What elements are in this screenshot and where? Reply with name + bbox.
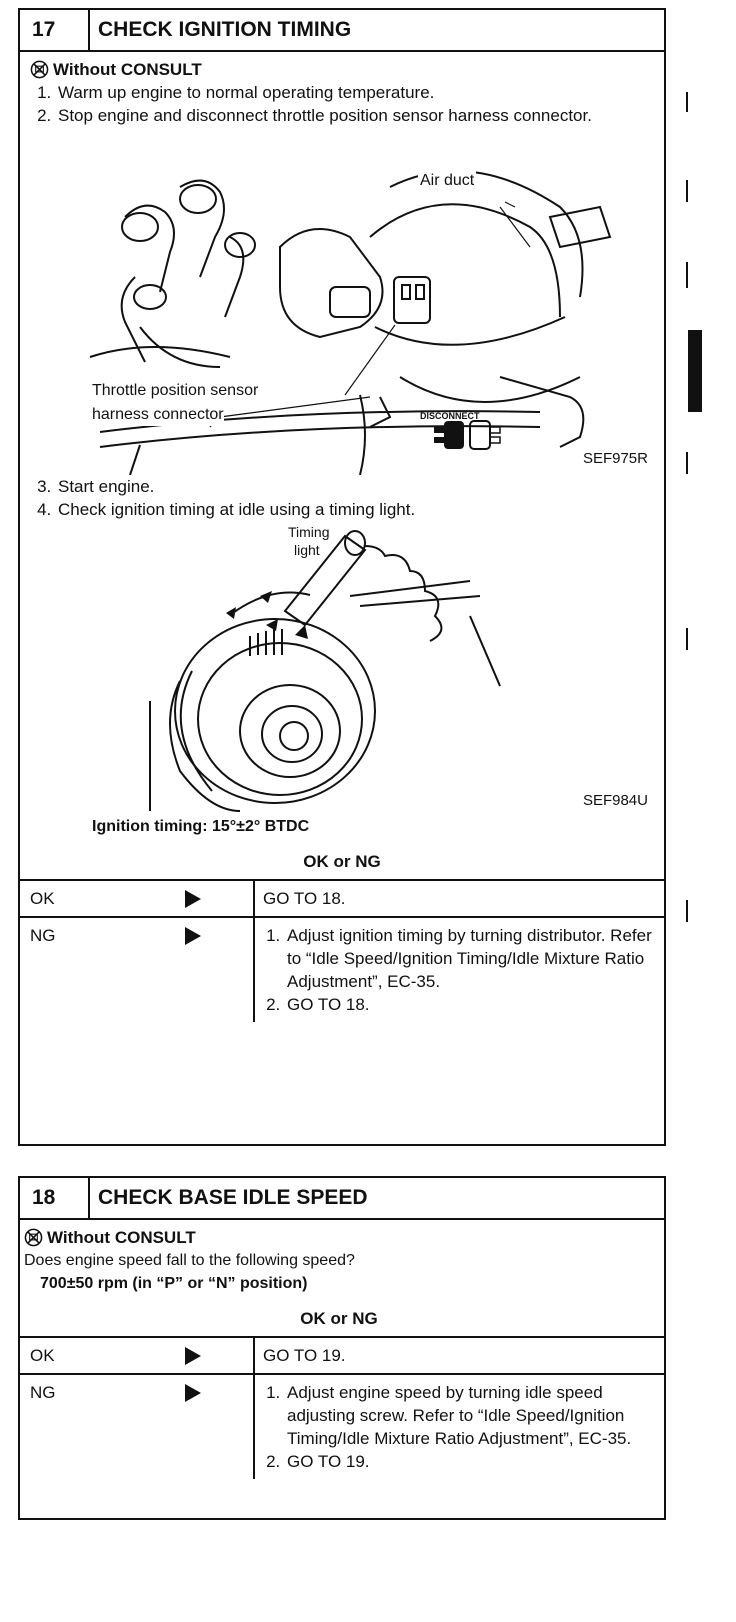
figure-code: SEF984U <box>582 792 648 809</box>
arrow-right-icon <box>185 1384 201 1402</box>
ok-label: OK <box>30 1346 55 1365</box>
step-17-header: 17 CHECK IGNITION TIMING <box>20 10 664 52</box>
ok-or-ng-heading: OK or NG <box>300 1309 378 1328</box>
tps-label-line2: harness connector <box>92 403 224 426</box>
ng-label: NG <box>30 1383 56 1402</box>
ng-action-item: GO TO 18. <box>285 993 656 1016</box>
tps-connector-figure: Air duct Throttle position sensor harnes… <box>30 127 654 475</box>
ng-action-item: Adjust engine speed by turning idle spee… <box>285 1381 656 1450</box>
step-number: 18 <box>20 1178 90 1218</box>
step-title: CHECK BASE IDLE SPEED <box>98 1186 368 1209</box>
ok-cell: OK <box>20 1338 255 1373</box>
condition-text: Without CONSULT <box>53 60 202 79</box>
ok-label: OK <box>30 889 55 908</box>
condition-line: Without CONSULT <box>30 58 654 81</box>
ok-cell: OK <box>20 881 255 916</box>
step-title: CHECK IGNITION TIMING <box>98 18 352 41</box>
step-18-section: 18 CHECK BASE IDLE SPEED Without CONSULT… <box>18 1176 666 1520</box>
condition-line: Without CONSULT <box>24 1226 654 1249</box>
question-text: Does engine speed fall to the following … <box>24 1252 355 1269</box>
disconnect-label: DISCONNECT <box>420 411 480 421</box>
no-consult-icon <box>24 1228 43 1247</box>
ignition-timing-spec: Ignition timing: 15°±2° BTDC <box>92 818 310 835</box>
step-17-section: 17 CHECK IGNITION TIMING Without CONSULT… <box>18 8 666 1146</box>
ng-action: Adjust engine speed by turning idle spee… <box>255 1373 664 1479</box>
step-number: 17 <box>20 10 90 50</box>
step-18-body: Without CONSULT Does engine speed fall t… <box>20 1220 664 1330</box>
arrow-right-icon <box>185 1347 201 1365</box>
ng-action-item: GO TO 19. <box>285 1450 656 1473</box>
instruction-item: Warm up engine to normal operating tempe… <box>56 81 654 104</box>
arrow-right-icon <box>185 927 201 945</box>
timing-light-label-2: light <box>294 542 320 558</box>
ng-cell: NG <box>20 916 255 1022</box>
tps-label-line1: Throttle position sensor <box>92 379 259 402</box>
ok-action: GO TO 18. <box>263 889 346 908</box>
step-18-header: 18 CHECK BASE IDLE SPEED <box>20 1178 664 1220</box>
step-17-body: Without CONSULT Warm up engine to normal… <box>20 52 664 873</box>
result-table: OK GO TO 18. NG Adjust ignition timing b… <box>20 879 664 1022</box>
disconnect-icon <box>434 420 501 450</box>
arrow-right-icon <box>185 890 201 908</box>
condition-text: Without CONSULT <box>47 1228 196 1247</box>
timing-light-illustration <box>149 530 501 812</box>
ok-action: GO TO 19. <box>263 1346 346 1365</box>
instruction-item: Stop engine and disconnect throttle posi… <box>56 104 654 127</box>
result-table: OK GO TO 19. NG Adjust engine speed by t… <box>20 1336 664 1479</box>
ok-or-ng-heading: OK or NG <box>303 852 381 871</box>
idle-speed-spec: 700±50 rpm (in “P” or “N” position) <box>40 1275 308 1292</box>
no-consult-icon <box>30 60 49 79</box>
timing-light-figure: Timing light SEF984U <box>30 521 654 815</box>
instruction-list-a: Warm up engine to normal operating tempe… <box>30 81 654 127</box>
ng-action-item: Adjust ignition timing by turning distri… <box>285 924 656 993</box>
instruction-item: Start engine. <box>56 475 654 498</box>
ng-action: Adjust ignition timing by turning distri… <box>255 916 664 1022</box>
ng-cell: NG <box>20 1373 255 1479</box>
figure-code: SEF975R <box>582 450 648 467</box>
instruction-list-b: Start engine. Check ignition timing at i… <box>30 475 654 521</box>
instruction-item: Check ignition timing at idle using a ti… <box>56 498 654 521</box>
air-duct-label: Air duct <box>418 169 477 192</box>
ng-label: NG <box>30 926 56 945</box>
timing-light-label-1: Timing <box>288 524 330 540</box>
